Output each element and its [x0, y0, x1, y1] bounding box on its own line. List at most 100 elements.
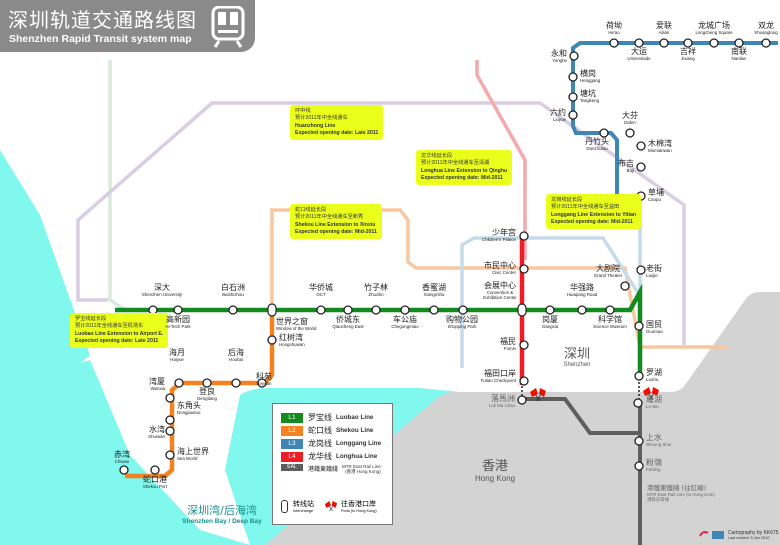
- station-dot-longgang[interactable]: [568, 72, 578, 82]
- station-dot-longgang[interactable]: [568, 110, 578, 120]
- station-dot-luobao[interactable]: [400, 305, 410, 315]
- station-dot-longhua[interactable]: [519, 231, 529, 241]
- station-dot-shekou[interactable]: [202, 378, 212, 388]
- interchange-marker[interactable]: [267, 303, 277, 317]
- station-dot-longgang[interactable]: [734, 38, 744, 48]
- station-dot-shekou[interactable]: [165, 426, 175, 436]
- station-dot-shekou[interactable]: [257, 378, 267, 388]
- station-dot-luobao[interactable]: [371, 305, 381, 315]
- station-dot-shekou[interactable]: [267, 335, 277, 345]
- station-dot-eal[interactable]: [633, 398, 643, 408]
- station-dot-eal[interactable]: [517, 395, 527, 405]
- station-dot-luobao[interactable]: [620, 281, 630, 291]
- station-dot-shekou[interactable]: [231, 378, 241, 388]
- station-dot-longgang[interactable]: [659, 38, 669, 48]
- station-dot-luobao[interactable]: [228, 305, 238, 315]
- station-dot-shekou[interactable]: [165, 393, 175, 403]
- station-dot-longhua[interactable]: [519, 376, 529, 386]
- station-dot-shekou[interactable]: [119, 465, 129, 475]
- station-dot-luobao[interactable]: [458, 305, 468, 315]
- station-dot-longgang[interactable]: [636, 162, 646, 172]
- station-dot-longgang[interactable]: [599, 128, 609, 138]
- station-dot-longgang[interactable]: [568, 92, 578, 102]
- station-dot-eal[interactable]: [634, 436, 644, 446]
- station-dot-luobao[interactable]: [634, 371, 644, 381]
- station-dot-shekou[interactable]: [150, 465, 160, 475]
- station-dot-longhua[interactable]: [519, 340, 529, 350]
- station-dot-luobao[interactable]: [545, 305, 555, 315]
- station-dot-shekou[interactable]: [165, 415, 175, 425]
- interchange-marker[interactable]: [517, 303, 527, 317]
- station-dot-shekou[interactable]: [165, 450, 175, 460]
- station-dot-luobao[interactable]: [634, 321, 644, 331]
- station-dot-eal[interactable]: [634, 461, 644, 471]
- station-dot-longgang[interactable]: [569, 51, 579, 61]
- station-dot-luobao[interactable]: [636, 265, 646, 275]
- station-dot-luobao[interactable]: [605, 305, 615, 315]
- station-dot-longgang[interactable]: [636, 141, 646, 151]
- station-dot-luobao[interactable]: [316, 305, 326, 315]
- station-dot-shekou[interactable]: [174, 378, 184, 388]
- station-dot-luobao[interactable]: [343, 305, 353, 315]
- station-dot-longgang[interactable]: [625, 128, 635, 138]
- station-dot-longgang[interactable]: [609, 38, 619, 48]
- station-dot-luobao[interactable]: [173, 305, 183, 315]
- station-dot-luobao[interactable]: [577, 305, 587, 315]
- station-dot-longgang[interactable]: [634, 38, 644, 48]
- station-dot-longhua[interactable]: [519, 264, 529, 274]
- station-dot-longgang[interactable]: [683, 38, 693, 48]
- station-dot-longgang[interactable]: [761, 38, 771, 48]
- station-dot-longgang[interactable]: [709, 38, 719, 48]
